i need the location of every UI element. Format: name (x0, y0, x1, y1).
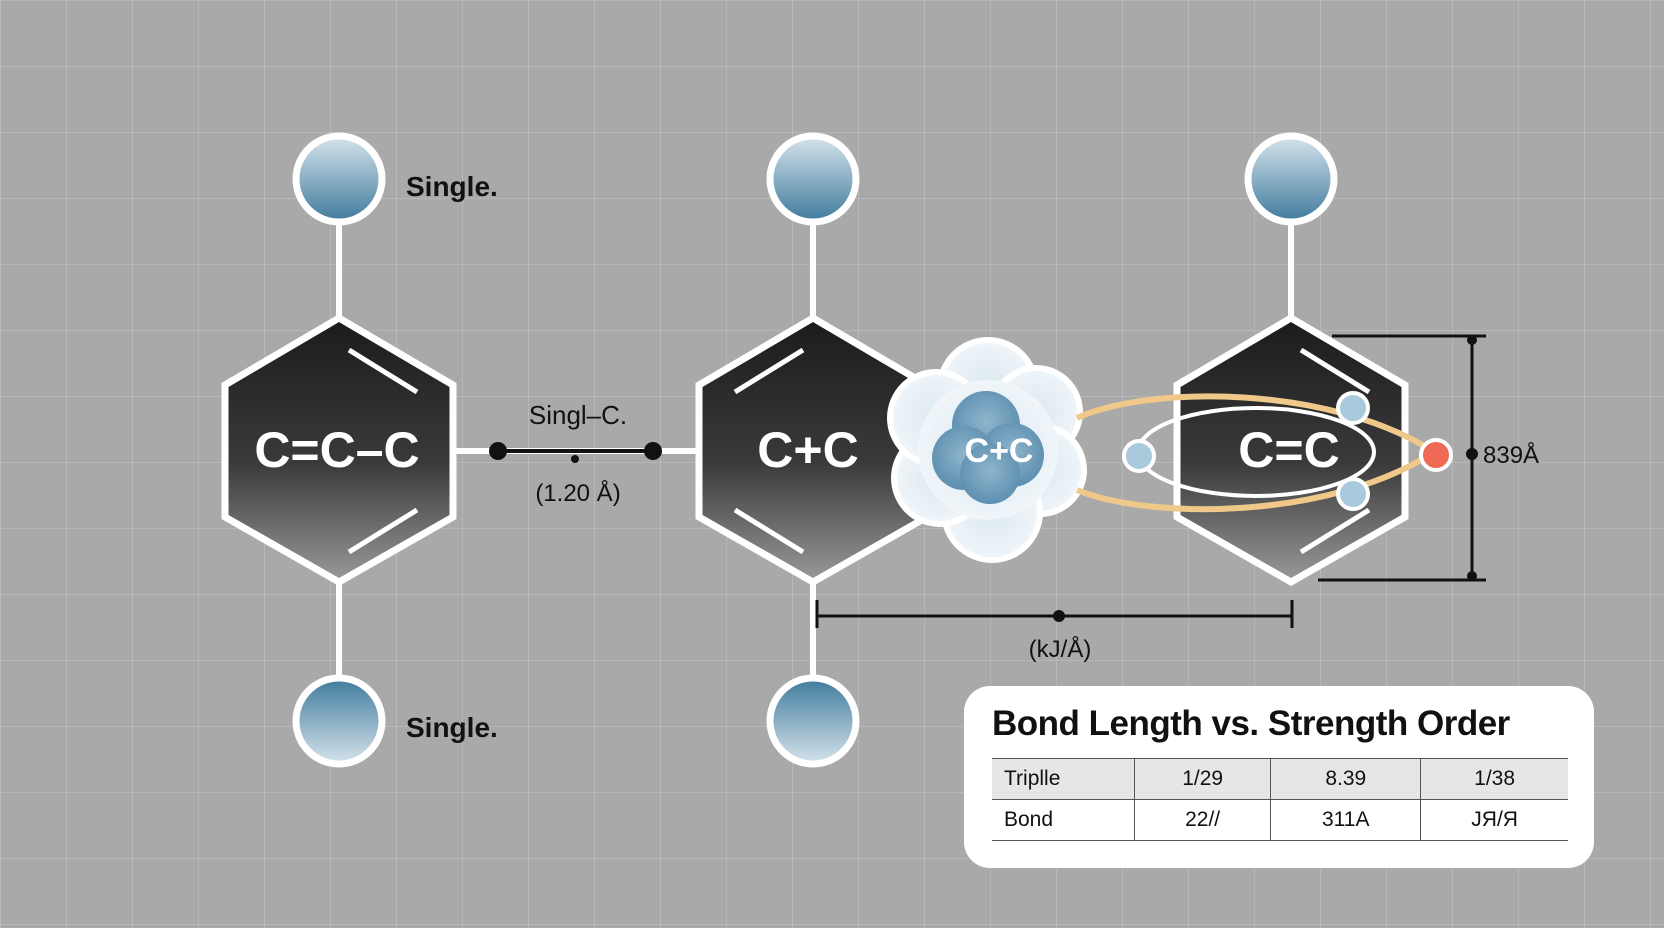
electron-cloud: C+C (887, 337, 1087, 563)
bond-length-label: (1.20 Å) (535, 479, 620, 507)
orbital-electron-left (1122, 439, 1156, 473)
table-cell: 22// (1133, 799, 1271, 841)
single-bond-line (452, 442, 698, 463)
hexagon-3-label: C=C (1238, 422, 1339, 478)
cloud-label: C+C (965, 432, 1034, 470)
bond-table: Triplle 1/29 8.39 1/38 Bond 22// 311A JЯ… (992, 758, 1568, 841)
bond-table-card: Bond Length vs. Strength Order Triplle 1… (964, 686, 1594, 868)
atom-top-right (1244, 132, 1338, 226)
bond-label: Singl–C. (529, 400, 627, 430)
orbital-electron-bottom (1336, 477, 1370, 511)
table-cell: Triplle (992, 758, 1135, 800)
vertical-dimension-label: 839Å (1483, 441, 1539, 469)
highlight-atom (1419, 438, 1453, 472)
table-row: Bond 22// 311A JЯ/Я (992, 799, 1568, 841)
table-title: Bond Length vs. Strength Order (992, 704, 1510, 743)
atom-label-bottom-left: Single. (406, 712, 498, 743)
atom-top-left (292, 132, 386, 226)
atoms (292, 132, 1338, 768)
vertical-bonds (336, 222, 1294, 680)
hexagon-ring-1: C=C–C (221, 313, 457, 587)
table-cell: 1/29 (1133, 758, 1271, 800)
hexagon-1-label: C=C–C (254, 422, 419, 478)
table-cell: 8.39 (1270, 758, 1421, 800)
hexagon-2-label: C+C (757, 422, 858, 478)
table-cell: JЯ/Я (1420, 799, 1568, 841)
table-cell: 1/38 (1420, 758, 1568, 800)
hexagon-ring-2: C+C (695, 313, 931, 587)
atom-label-top-left: Single. (406, 171, 498, 202)
hexagon-ring-3: C=C (1173, 313, 1409, 587)
atom-bottom-middle (766, 674, 860, 768)
atom-top-middle (766, 132, 860, 226)
orbital-electron-top (1336, 391, 1370, 425)
orbital-ellipses (1075, 391, 1453, 513)
atom-bottom-left (292, 674, 386, 768)
table-cell: Bond (992, 799, 1135, 841)
horizontal-dimension (815, 600, 1294, 628)
vertical-dimension (1318, 334, 1486, 582)
horizontal-dimension-label: (kJ/Å) (1029, 635, 1092, 663)
table-cell: 311A (1270, 799, 1421, 841)
table-row: Triplle 1/29 8.39 1/38 (992, 758, 1568, 800)
